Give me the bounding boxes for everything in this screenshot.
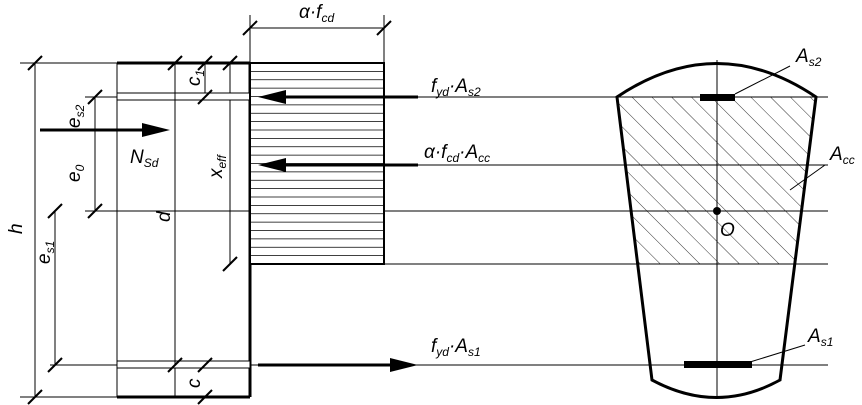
top-rebar (700, 94, 735, 101)
beam-elevation (116, 61, 252, 399)
a-s2-label: As2 (795, 46, 822, 69)
n-sd-label: NSd (130, 147, 159, 170)
labels: α·fcd fyd·As2 α·fcd·Acc fyd·As1 NSd h es… (6, 2, 855, 388)
n-sd-arrow (40, 123, 170, 137)
h-label: h (6, 223, 27, 234)
centroid-point (713, 207, 721, 215)
force-arrows (40, 90, 418, 372)
x-eff-label: xeff (206, 153, 229, 179)
a-s1-label: As1 (807, 326, 833, 349)
e-s2-label: es2 (64, 104, 87, 128)
c1-label: c1 (184, 70, 207, 86)
top-rebar-elevation (116, 92, 251, 101)
section-outline (615, 62, 818, 399)
dimension-lines (27, 15, 392, 405)
d-label: d (154, 210, 175, 222)
force-s2-label: fyd·As2 (431, 76, 481, 99)
force-cc-label: α·fcd·Acc (424, 142, 490, 165)
cross-section (615, 60, 826, 399)
force-s1-arrow (258, 358, 418, 372)
force-cc-arrow (258, 158, 418, 172)
o-label: O (720, 220, 735, 241)
e-s1-label: es1 (34, 241, 57, 264)
force-s1-label: fyd·As1 (431, 336, 481, 359)
c-bottom-label: c (184, 378, 205, 388)
bottom-rebar (684, 361, 752, 368)
a-cc-label: Acc (829, 144, 855, 167)
e-0-label: e0 (64, 164, 87, 182)
alpha-fcd-label: α·fcd (299, 2, 334, 25)
bottom-rebar-elevation (116, 360, 251, 369)
force-s2-arrow (258, 90, 418, 104)
